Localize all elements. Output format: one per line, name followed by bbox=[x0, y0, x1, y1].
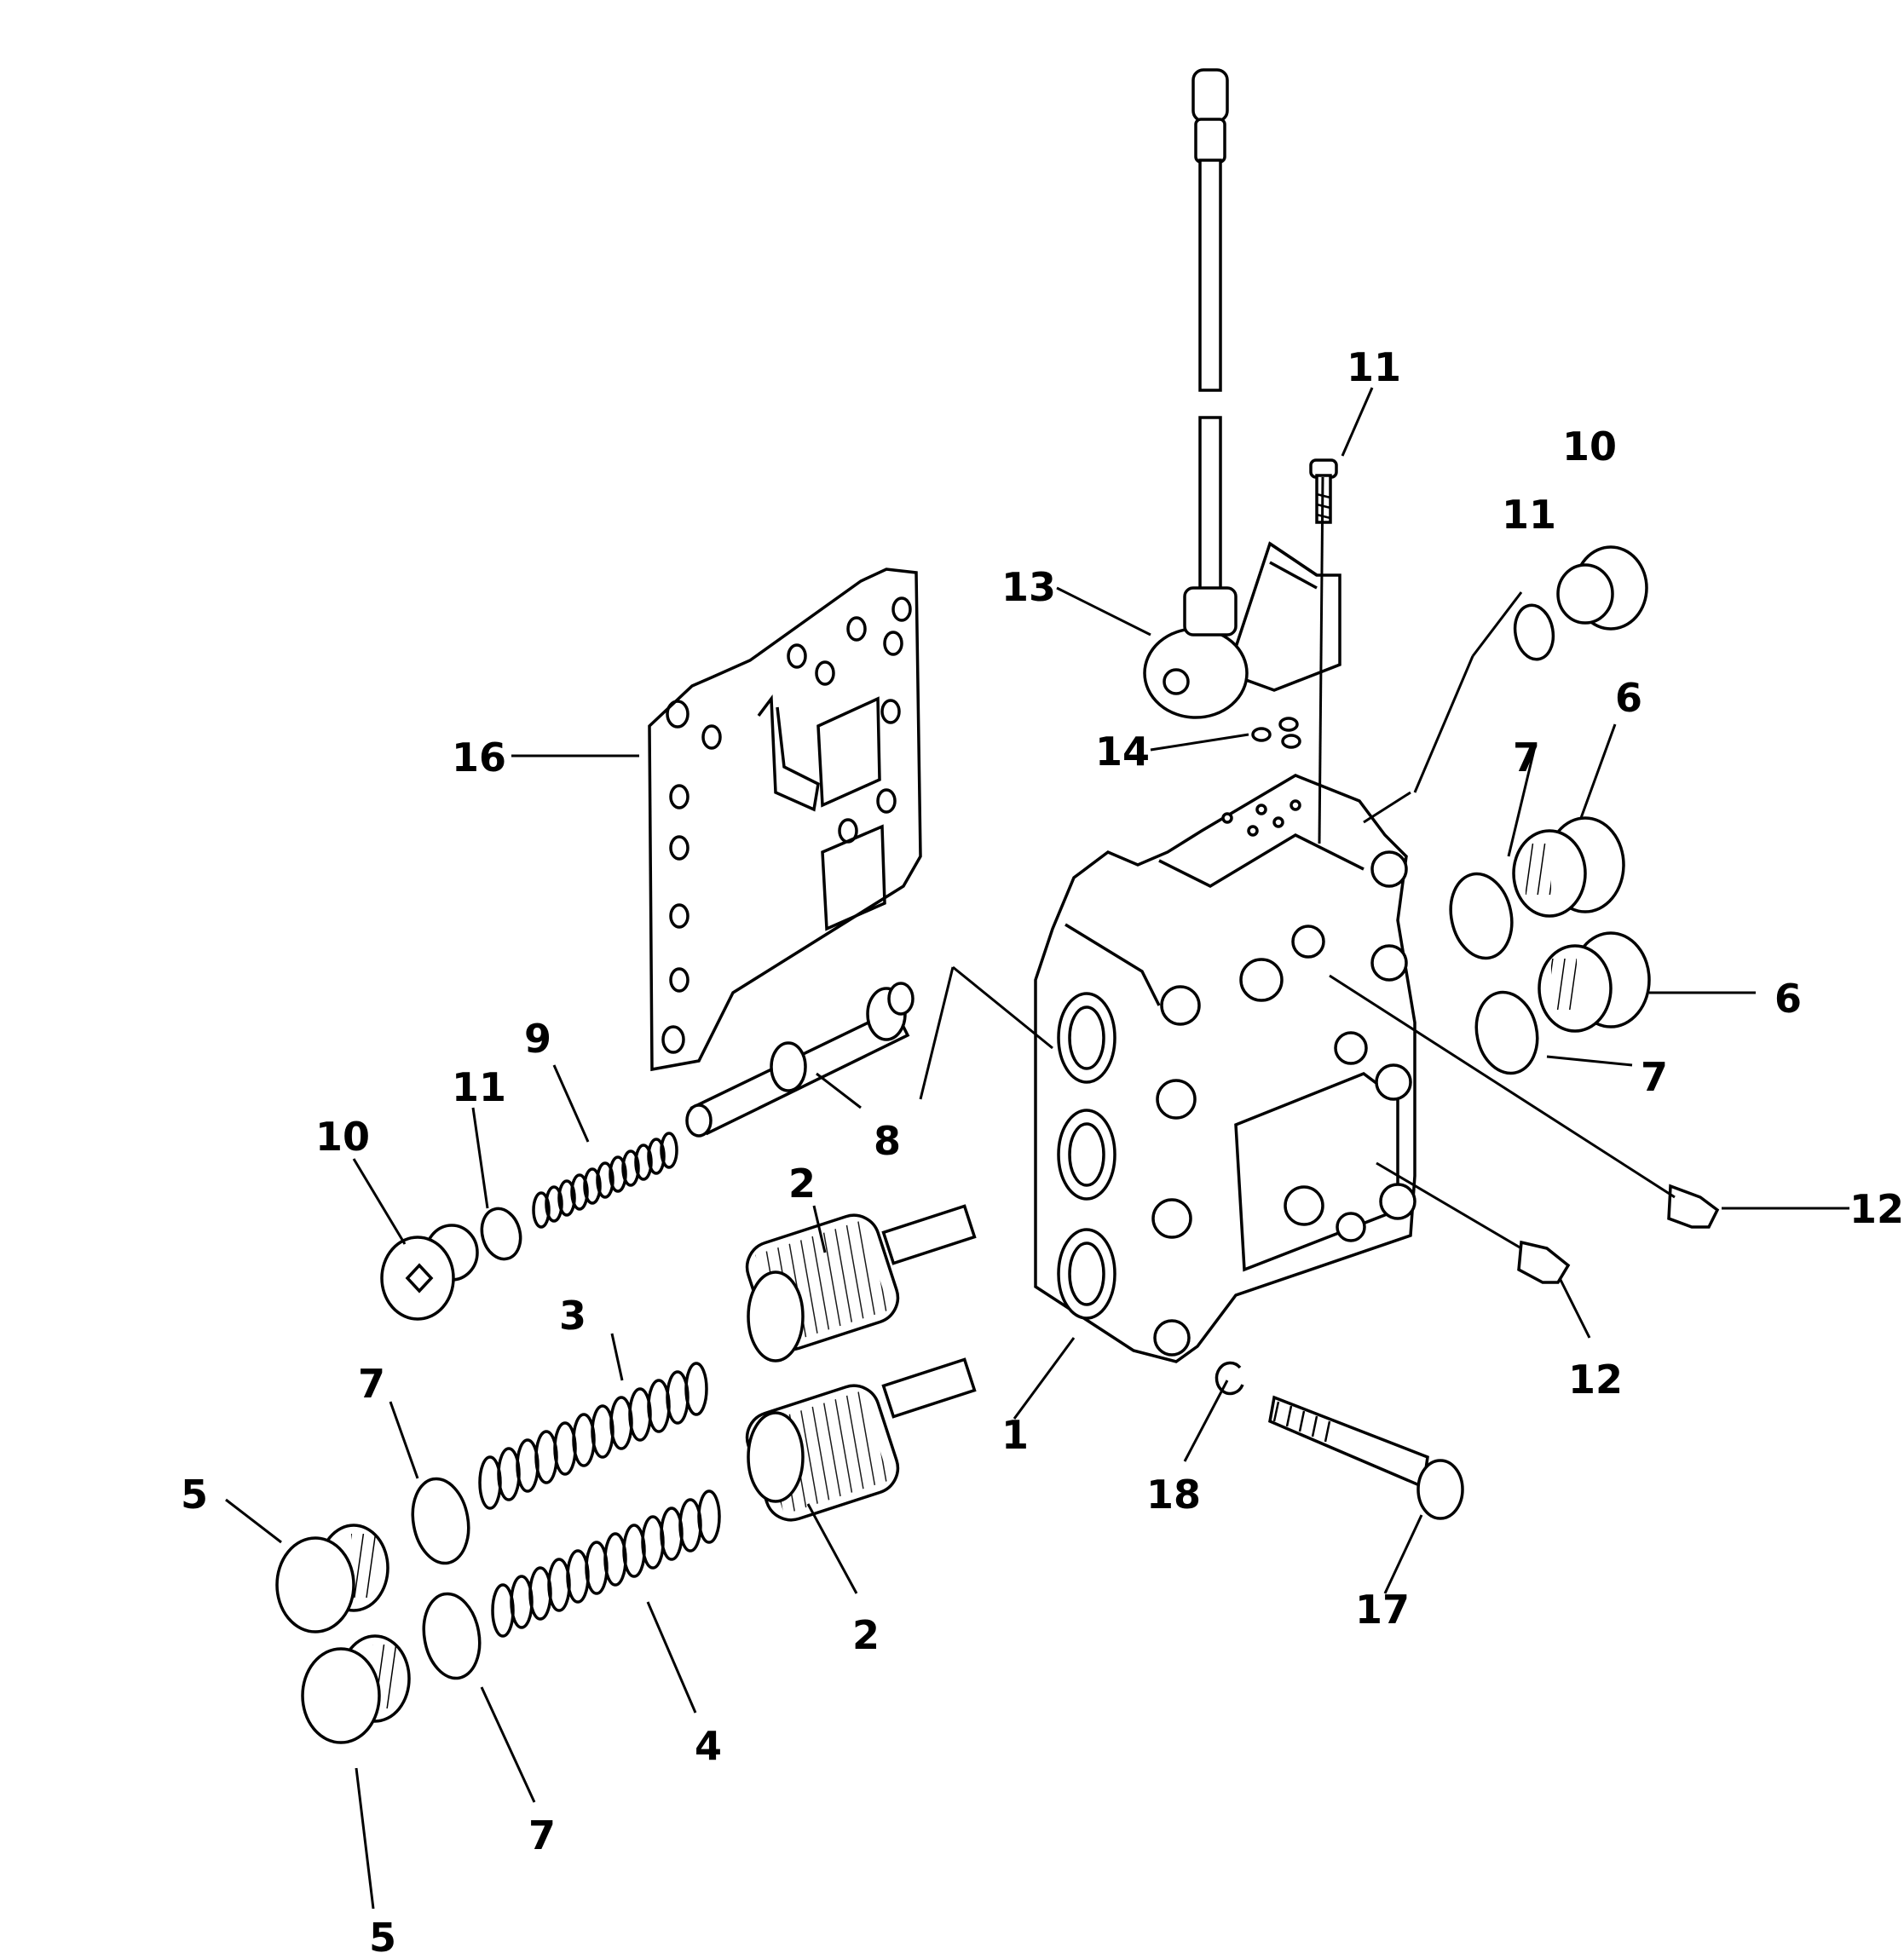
callout-12-lower: 12 bbox=[1568, 1357, 1623, 1403]
callout-11-left: 11 bbox=[452, 1064, 506, 1110]
part-16-gasket bbox=[648, 567, 922, 1072]
part-5-plug-upper bbox=[275, 1524, 389, 1633]
callout-7-right-upper: 7 bbox=[1513, 735, 1540, 781]
callout-3: 3 bbox=[559, 1293, 586, 1339]
part-11-oring-right bbox=[1513, 603, 1555, 661]
part-11-oring-left bbox=[480, 1207, 522, 1261]
callout-14: 14 bbox=[1095, 729, 1150, 775]
callout-6-lower: 6 bbox=[1774, 976, 1802, 1022]
part-12-fitting-upper bbox=[1667, 1184, 1720, 1229]
part-2-piston-lower bbox=[745, 1357, 977, 1522]
part-5-plug-lower bbox=[301, 1634, 411, 1744]
part-13-solenoid-valve bbox=[1143, 68, 1341, 719]
part-18-snap-ring bbox=[1215, 1361, 1244, 1396]
part-10-plug-left bbox=[380, 1224, 479, 1321]
part-10-plug-right bbox=[1556, 545, 1648, 631]
callout-7-left-lower: 7 bbox=[528, 1812, 556, 1858]
callout-4: 4 bbox=[695, 1723, 722, 1769]
callout-18: 18 bbox=[1146, 1472, 1201, 1518]
callout-7-right-lower: 7 bbox=[1641, 1054, 1668, 1100]
callout-5-upper: 5 bbox=[181, 1472, 208, 1518]
part-6-plug-lower bbox=[1538, 931, 1651, 1033]
callout-9: 9 bbox=[524, 1016, 551, 1062]
part-6-plug-upper bbox=[1512, 816, 1625, 918]
callout-8: 8 bbox=[874, 1118, 901, 1164]
part-7-oring-right-lower bbox=[1474, 990, 1539, 1075]
callouts: 11 10 11 13 14 16 6 7 6 7 12 12 9 8 11 1… bbox=[181, 344, 1904, 1953]
part-7-oring-left-lower bbox=[422, 1592, 482, 1680]
part-9-spring bbox=[532, 1132, 678, 1229]
part-2-piston-upper bbox=[745, 1204, 977, 1362]
part-7-oring-left-upper bbox=[411, 1477, 470, 1565]
callout-5-lower: 5 bbox=[369, 1915, 396, 1953]
leader-lines bbox=[225, 387, 1849, 1910]
part-12-fitting-lower bbox=[1517, 1240, 1571, 1284]
part-4-spring bbox=[491, 1489, 721, 1638]
part-17-bolt bbox=[1268, 1395, 1464, 1520]
callout-12-upper: 12 bbox=[1849, 1186, 1904, 1232]
callout-6-upper: 6 bbox=[1615, 675, 1642, 721]
callout-17: 17 bbox=[1355, 1587, 1410, 1633]
part-7-oring-right-upper bbox=[1449, 872, 1514, 960]
callout-11-right: 11 bbox=[1502, 492, 1556, 538]
callout-1: 1 bbox=[1001, 1412, 1029, 1458]
callout-16: 16 bbox=[452, 735, 506, 781]
callout-2-lower: 2 bbox=[852, 1612, 880, 1658]
callout-15: 11 bbox=[1347, 344, 1401, 390]
part-8-spool bbox=[685, 982, 914, 1138]
callout-10-right: 10 bbox=[1562, 423, 1617, 470]
part-14-orings bbox=[1251, 717, 1301, 749]
callout-10-left: 10 bbox=[315, 1114, 370, 1160]
callout-2-upper: 2 bbox=[788, 1161, 816, 1207]
part-3-spring bbox=[478, 1362, 708, 1510]
part-1-valve-body bbox=[1034, 774, 1416, 1363]
callout-13: 13 bbox=[1001, 564, 1056, 610]
callout-7-left-upper: 7 bbox=[358, 1361, 385, 1407]
